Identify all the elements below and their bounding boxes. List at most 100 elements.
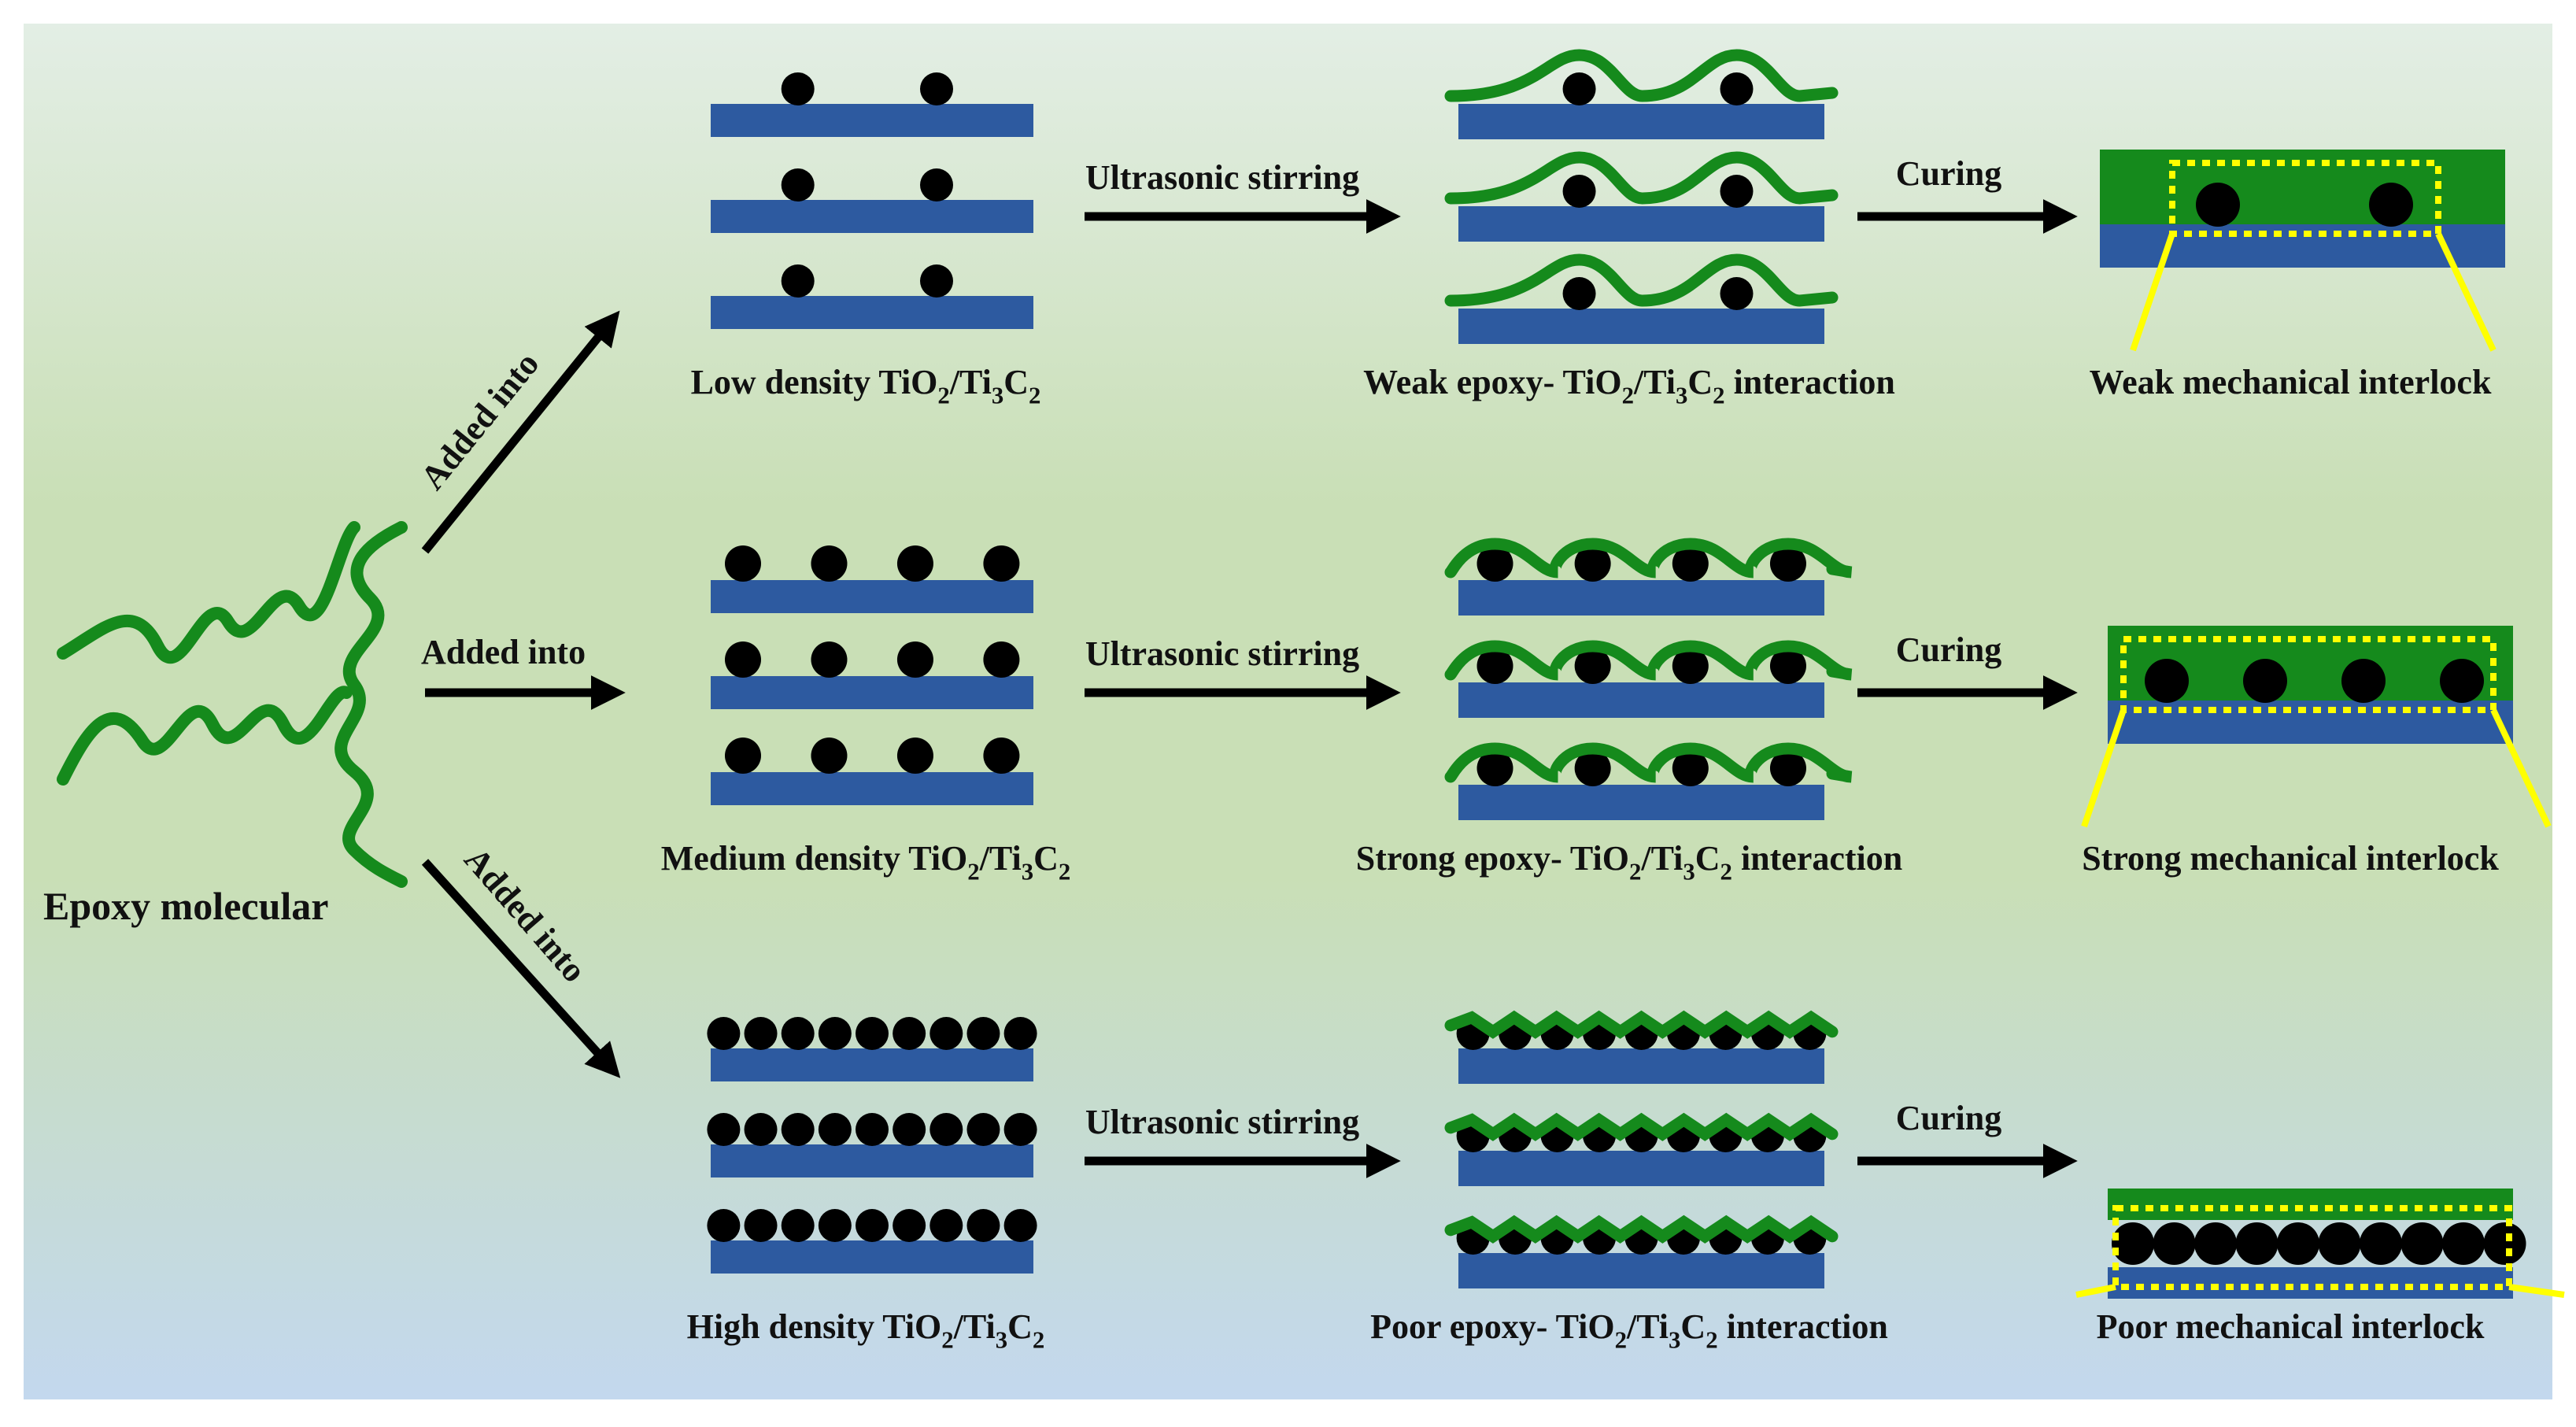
tio2-particle [1672,545,1709,582]
epoxy-chain [1444,49,1839,102]
tio2-particle [1574,750,1611,786]
tio2-ti3c2-sheet [711,1048,1033,1081]
zoom-line-left [2130,232,2175,352]
tio2-ti3c2-sheet [1458,1151,1824,1186]
zoom-line-left [2081,708,2127,828]
tio2-particle [1476,648,1513,684]
epoxy-chain [57,521,360,664]
tio2-ti3c2-sheet [1458,206,1824,242]
tio2-particle [983,545,1020,582]
epoxy-chain [1444,538,1853,579]
tio2-particle [920,264,953,298]
tio2-ti3c2-sheet [1458,682,1824,718]
cure-label-low: Curing [1896,154,2001,193]
tio2-ti3c2-sheet [1458,580,1824,616]
tio2-particle [1769,648,1806,684]
tio2-particle [707,1017,741,1050]
tio2-particle [1672,750,1709,786]
added-arrow-high [421,859,621,1078]
tio2-ti3c2-sheet [1458,309,1824,344]
epoxy-chain [57,686,353,786]
cure-label-high: Curing [1896,1099,2001,1137]
tio2-particle [930,1113,963,1146]
tio2-particle [818,1017,852,1050]
tio2-particle [920,168,953,201]
cure-label-medium: Curing [1896,630,2001,669]
tio2-particle [1672,648,1709,684]
tio2-particle [811,545,848,582]
tio2-particle [1574,648,1611,684]
epoxy-chain [1444,151,1839,205]
tio2-particle [896,545,933,582]
tio2-particle [725,545,761,582]
tio2-particle [2442,1222,2485,1265]
interaction-label-medium: Strong epoxy- TiO2/Ti3C2 interaction [1356,839,1903,885]
tio2-particle [983,641,1020,678]
tio2-particle [1003,1113,1037,1146]
tio2-particle [2243,659,2287,703]
tio2-ti3c2-sheet [1458,1048,1824,1084]
epoxy-chain [1444,640,1853,681]
tio2-ti3c2-sheet [711,104,1033,137]
epoxy-chain [1444,1010,1839,1039]
cured-epoxy-layer [2100,150,2505,224]
interaction-label-low: Weak epoxy- TiO2/Ti3C2 interaction [1363,363,1895,409]
tio2-particle [2145,659,2189,703]
tio2-ti3c2-sheet [1458,785,1824,820]
tio2-ti3c2-sheet [711,676,1033,709]
interlock-highlight-box [2120,636,2497,713]
tio2-particle [1476,545,1513,582]
tio2-ti3c2-sheet [711,1144,1033,1177]
tio2-particle [1720,175,1754,208]
tio2-particle [811,738,848,774]
tio2-particle [744,1113,778,1146]
interlock-highlight-box [2112,1205,2512,1290]
density-label-high: High density TiO2/Ti3C2 [687,1307,1045,1353]
tio2-particle [1003,1209,1037,1242]
zoom-line-right [2435,232,2497,352]
tio2-particle [966,1209,1000,1242]
tio2-particle [1562,175,1596,208]
tio2-particle [2194,1222,2237,1265]
tio2-particle [856,1113,889,1146]
tio2-particle [744,1209,778,1242]
tio2-ti3c2-sheet [711,200,1033,233]
tio2-particle [818,1113,852,1146]
epoxy-chain [1444,742,1853,783]
tio2-particle [707,1209,741,1242]
epoxy-chain [1444,1214,1839,1244]
tio2-particle [896,641,933,678]
tio2-particle [856,1017,889,1050]
zoom-line-right [2508,1284,2565,1298]
tio2-particle [983,738,1020,774]
tio2-ti3c2-sheet [711,580,1033,613]
source-label: Epoxy molecular [43,884,328,928]
tio2-particle [893,1113,926,1146]
tio2-particle [781,1209,815,1242]
epoxy-molecules [57,521,408,888]
interlock-label-low: Weak mechanical interlock [2090,363,2492,401]
zoom-line-left [2075,1284,2116,1298]
tio2-particle [811,641,848,678]
tio2-particle [920,72,953,105]
interaction-label-high: Poor epoxy- TiO2/Ti3C2 interaction [1370,1307,1888,1353]
tio2-particle [707,1113,741,1146]
tio2-particle [896,738,933,774]
density-label-low: Low density TiO2/Ti3C2 [691,363,1041,409]
tio2-particle [1769,545,1806,582]
tio2-particle [781,1113,815,1146]
tio2-particle [2360,1222,2402,1265]
tio2-particle [893,1017,926,1050]
tio2-particle [2318,1222,2361,1265]
interlock-highlight-box [2169,160,2441,237]
epoxy-chain [1444,253,1839,307]
tio2-particle [930,1209,963,1242]
tio2-particle [725,641,761,678]
tio2-particle [818,1209,852,1242]
tio2-particle [893,1209,926,1242]
tio2-ti3c2-sheet [711,1240,1033,1274]
tio2-particle [930,1017,963,1050]
tio2-ti3c2-sheet [711,296,1033,329]
